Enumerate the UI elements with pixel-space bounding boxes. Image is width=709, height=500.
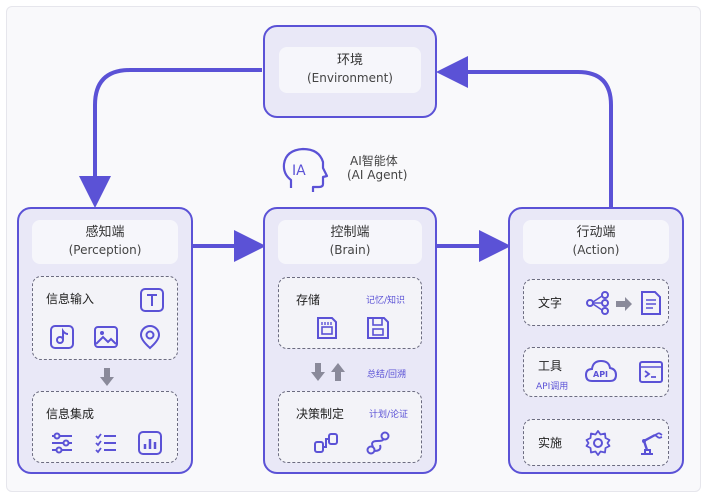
memory-card-icon — [312, 314, 340, 342]
decision-label: 决策制定 — [296, 407, 345, 421]
music-note-icon — [48, 323, 76, 351]
tool-sublabel: API调用 — [536, 382, 569, 392]
info-input-panel: 信息输入 — [32, 276, 178, 360]
environment-title: 环境 — [336, 53, 363, 68]
brain-subtitle: (Brain) — [329, 243, 371, 257]
brain-box: 控制端 (Brain) 存储 记忆/知识 总结/回溯 决策制定 计划/论证 — [263, 207, 437, 474]
share-tree-icon — [584, 289, 612, 317]
arrow-env-to-perception — [79, 68, 262, 208]
info-input-label: 信息输入 — [46, 292, 95, 306]
agent-title: AI智能体 — [350, 154, 398, 168]
sliders-icon — [48, 429, 76, 457]
decision-sublabel: 计划/论证 — [369, 410, 409, 420]
api-text: API — [593, 370, 608, 379]
storage-panel: 存储 记忆/知识 — [278, 277, 422, 349]
image-icon — [92, 323, 120, 351]
checklist-icon — [92, 429, 120, 457]
storage-sublabel: 记忆/知识 — [366, 296, 406, 306]
action-title: 行动端 — [576, 225, 616, 240]
storage-label: 存储 — [296, 293, 321, 307]
perception-subtitle: (Perception) — [68, 243, 142, 257]
cloud-api-icon: API — [584, 357, 618, 387]
human-head-icon: IA — [282, 147, 329, 192]
environment-subtitle: (Environment) — [307, 71, 393, 85]
gear-icon — [584, 429, 612, 457]
save-disk-icon — [364, 314, 392, 342]
environment-box: 环境 (Environment) — [263, 25, 437, 118]
robot-arm-icon — [637, 429, 665, 457]
brain-title: 控制端 — [330, 225, 370, 240]
perception-box: 感知端 (Perception) 信息输入 信息集成 — [17, 207, 193, 474]
info-integration-label: 信息集成 — [46, 407, 95, 421]
agent-logo-text: IA — [292, 163, 306, 179]
text-output-panel: 文字 — [523, 279, 669, 326]
execution-label: 实施 — [538, 436, 563, 450]
flow-sublabel: 总结/回溯 — [367, 370, 407, 380]
action-box: 行动端 (Action) 文字 工具 API调用 API 实施 — [508, 207, 684, 474]
arrow-action-to-env — [436, 56, 613, 207]
arrow-up-down-icon — [310, 362, 346, 386]
execution-panel: 实施 — [523, 419, 669, 466]
tool-label: 工具 — [538, 359, 563, 373]
text-output-label: 文字 — [538, 296, 563, 310]
text-t-icon — [138, 286, 166, 314]
bar-chart-icon — [136, 429, 164, 457]
decision-flow-icon — [312, 429, 340, 457]
path-nodes-icon — [364, 429, 392, 457]
agent-logo: IA — [279, 144, 329, 194]
tool-panel: 工具 API调用 API — [523, 347, 669, 397]
document-icon — [637, 289, 665, 317]
terminal-icon — [637, 358, 665, 386]
action-subtitle: (Action) — [572, 243, 620, 257]
agent-subtitle: (AI Agent) — [347, 168, 408, 182]
location-pin-icon — [136, 323, 164, 351]
arrow-down-icon — [99, 367, 115, 391]
decision-panel: 决策制定 计划/论证 — [278, 391, 422, 463]
arrow-right-icon — [615, 296, 633, 315]
info-integration-panel: 信息集成 — [32, 391, 178, 463]
perception-title: 感知端 — [85, 225, 125, 240]
